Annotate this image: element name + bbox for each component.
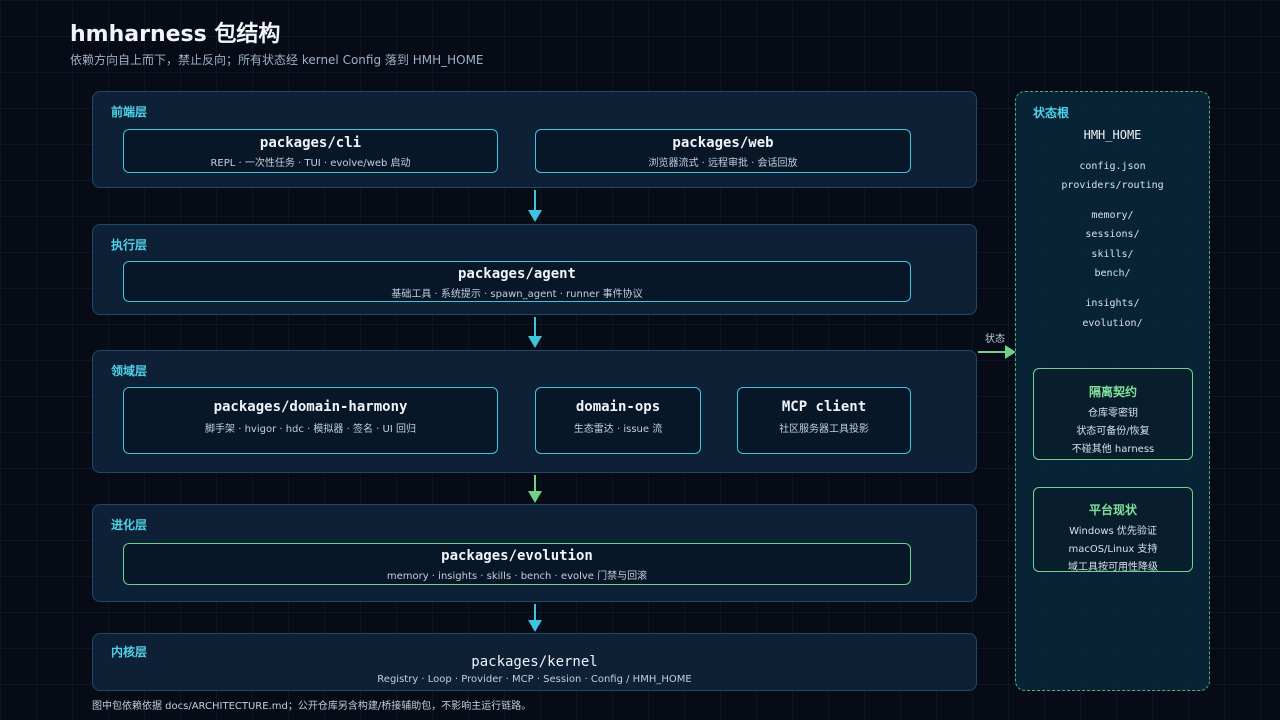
state-home: HMH_HOME [1083,128,1142,142]
package-name: packages/evolution [441,548,593,564]
state-item: bench/ [1094,268,1131,279]
state-root-panel: 状态根 HMH_HOME config.json providers/routi… [1015,91,1210,691]
card-line: Windows 优先验证 [1069,526,1157,537]
package-domain-harmony[interactable]: packages/domain-harmony 脚手架 · hvigor · h… [123,387,498,454]
package-name: domain-ops [575,399,661,415]
package-kernel[interactable]: packages/kernel Registry · Loop · Provid… [93,654,976,685]
package-agent[interactable]: packages/agent 基础工具 · 系统提示 · spawn_agent… [123,261,911,302]
page-title: hmharness 包结构 [70,22,281,47]
package-cli[interactable]: packages/cli REPL · 一次性任务 · TUI · evolve… [123,129,498,173]
layer-label: 执行层 [111,238,148,252]
arrow-down [528,604,542,632]
state-item: memory/ [1091,210,1134,221]
isolation-contract-card: 隔离契约 仓库零密钥 状态可备份/恢复 不碰其他 harness [1033,368,1193,460]
state-item: skills/ [1091,249,1134,260]
layer-frontend: 前端层 packages/cli REPL · 一次性任务 · TUI · ev… [92,91,977,188]
layer-kernel: 内核层 packages/kernel Registry · Loop · Pr… [92,633,977,691]
package-desc: Registry · Loop · Provider · MCP · Sessi… [377,674,692,685]
arrow-down [528,475,542,503]
layer-evolution: 进化层 packages/evolution memory · insights… [92,504,977,602]
arrow-down [528,190,542,222]
state-arrow-label: 状态 [985,334,1005,345]
card-line: 域工具按可用性降级 [1068,562,1158,573]
state-root-label: 状态根 [1033,106,1070,120]
package-desc: 基础工具 · 系统提示 · spawn_agent · runner 事件协议 [391,289,643,300]
package-web[interactable]: packages/web 浏览器流式 · 远程审批 · 会话回放 [535,129,911,173]
card-line: 仓库零密钥 [1088,408,1138,419]
footnote: 图中包依赖依据 docs/ARCHITECTURE.md；公开仓库另含构建/桥接… [92,701,532,712]
package-name: packages/kernel [471,654,598,670]
layer-label: 内核层 [111,645,148,659]
package-domain-ops[interactable]: domain-ops 生态雷达 · issue 流 [535,387,701,454]
card-title: 隔离契约 [1088,385,1137,399]
state-item: config.json [1079,161,1146,172]
package-name: packages/agent [457,266,576,282]
state-item: providers/routing [1061,180,1164,191]
layer-label: 进化层 [111,518,148,532]
layer-execution: 执行层 packages/agent 基础工具 · 系统提示 · spawn_a… [92,224,977,315]
package-desc: 生态雷达 · issue 流 [573,424,663,435]
page-subtitle: 依赖方向自上而下，禁止反向；所有状态经 kernel Config 落到 HMH… [70,53,484,67]
card-line: 不碰其他 harness [1071,444,1155,455]
state-item: insights/ [1085,298,1140,309]
state-item: evolution/ [1082,318,1143,329]
card-line: macOS/Linux 支持 [1068,544,1158,555]
package-desc: 脚手架 · hvigor · hdc · 模拟器 · 签名 · UI 回归 [205,424,416,435]
package-name: MCP client [781,399,867,415]
layer-label: 领域层 [111,364,148,378]
package-name: packages/web [672,135,774,151]
arrow-down [528,317,542,348]
card-line: 状态可备份/恢复 [1076,426,1150,437]
layer-domain: 领域层 packages/domain-harmony 脚手架 · hvigor… [92,350,977,473]
package-mcp-client[interactable]: MCP client 社区服务器工具投影 [737,387,911,454]
card-title: 平台现状 [1088,503,1137,517]
package-desc: memory · insights · skills · bench · evo… [386,571,648,582]
package-name: packages/domain-harmony [213,399,408,415]
package-desc: 浏览器流式 · 远程审批 · 会话回放 [648,158,798,169]
layer-label: 前端层 [111,105,148,119]
state-arrow [978,345,1016,359]
package-desc: 社区服务器工具投影 [779,424,869,435]
package-desc: REPL · 一次性任务 · TUI · evolve/web 启动 [210,158,411,169]
package-evolution[interactable]: packages/evolution memory · insights · s… [123,543,911,585]
state-item: sessions/ [1085,229,1140,240]
platform-status-card: 平台现状 Windows 优先验证 macOS/Linux 支持 域工具按可用性… [1033,487,1193,573]
package-name: packages/cli [259,135,362,151]
